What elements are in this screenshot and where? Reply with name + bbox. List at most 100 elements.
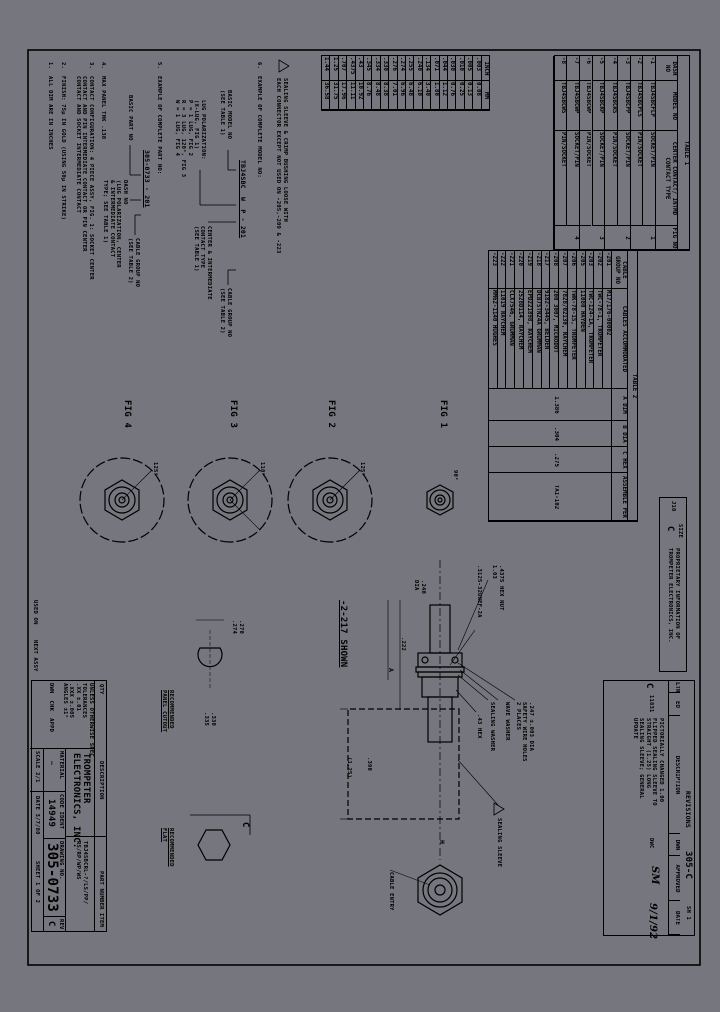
dimension-header-cell: INCH: [480, 56, 489, 81]
rev-value: C: [46, 921, 56, 927]
dimension-cell: .330: [379, 56, 389, 81]
table1-cell: -2: [629, 56, 643, 81]
fig3-view: [187, 457, 273, 543]
table1-header-cell: FIG NO: [655, 226, 677, 250]
table2-cell: 200 3007, MICRODOT: [549, 289, 559, 389]
thread-label: .3125-32UNEF-2A: [476, 565, 482, 618]
code-ident: J10: [670, 501, 676, 512]
fig2-angle: 125°: [359, 462, 365, 477]
dimension-cell: .345: [363, 56, 372, 81]
dimension-cell: .43: [354, 56, 363, 81]
table2-cell: -222: [496, 251, 506, 289]
dim-a: A: [387, 668, 395, 673]
table2-cell: DCB7STN24A GRUMMAN: [531, 289, 541, 389]
table1-cell: PIN/SOCKET: [578, 131, 592, 226]
rev-drawn-by: DWC: [648, 838, 654, 849]
cable-entry-end-view: [389, 864, 463, 916]
table2-merged-cell: [487, 447, 611, 473]
table2-cell: TWC-124-1A, TROMPETER: [584, 289, 594, 389]
dimension-cell: 1.12: [438, 81, 447, 110]
table2-cell: -219: [523, 251, 532, 289]
table1-cell: -7: [566, 56, 579, 81]
table2-cell: 9182-3445, BELDEN: [540, 289, 550, 389]
sealing-note-triangle: [278, 59, 290, 73]
material-value: —: [48, 761, 56, 766]
table2-cell: -205: [575, 251, 585, 289]
sealing-sleeve-label: SEALING SLEEVE: [496, 818, 502, 868]
table2-cell: TWC-78-1, TROMPETER: [593, 289, 603, 389]
dimension-cell: .010: [455, 56, 464, 81]
table1-cell: TBJ4SBCPP: [616, 81, 630, 131]
table2-cell: -207: [558, 251, 567, 289]
sealing-washer-label: SEALING WASHER: [489, 702, 495, 752]
table2-header-cell: C HEX: [611, 447, 627, 473]
dimension-cell: 11.11: [346, 81, 355, 110]
revisions-sheet-ref: 305-C: [683, 851, 693, 880]
fig1-label: FIG 1: [438, 400, 448, 429]
table1-cell: PIN/SOCKET: [604, 131, 617, 226]
table2-cell: EPD221898, RAYCHEM: [523, 289, 532, 389]
dim-390: .390: [366, 757, 372, 772]
rev-eo: 11831: [648, 695, 654, 713]
table2-cell: 11080 HAYDEN: [575, 289, 585, 389]
table1-header-cell: DASH NO: [655, 56, 677, 81]
cutout-dim-1: .270 .274: [231, 620, 245, 635]
proprietary-notice: PROPRIETARY INFORMATION OF TROMPETER ELE…: [667, 548, 681, 643]
dimension-cell: 6.96: [396, 81, 405, 110]
dimension-cell: 0.08: [472, 81, 481, 110]
note-sealing: SEALING SLEEVE & CRIMP BUSHING LOOSE WIT…: [275, 78, 289, 254]
table1-header-cell: CENTER CONTACT/ INTMD CONTACT TYPE: [655, 131, 677, 226]
table2-cell: CLX7546, GRUMMAN: [505, 289, 515, 389]
table1-fig-cell: 4: [553, 226, 579, 250]
rev-description: PICTORIALLY CHANGED 1.00 FLIPPED SEALING…: [632, 718, 664, 806]
table2-cell: 2528D114, RAYCHEM: [514, 289, 523, 389]
fig4-angle: 125°: [152, 462, 158, 477]
table1-title: TABLE 1: [677, 56, 689, 250]
table2-cell: -202: [593, 251, 603, 289]
table1-cell: -8: [553, 56, 567, 81]
revisions-header-cell: DATE: [668, 901, 680, 935]
table2-cell: -218: [531, 251, 541, 289]
note-4: 4. MAX PANEL THK .130: [100, 62, 106, 140]
revisions-title: REVISIONS: [684, 791, 692, 829]
c-hex-value: .275: [550, 447, 560, 473]
table2-cell: -223: [487, 251, 497, 289]
table1-cell: SOCKET/PIN: [566, 131, 579, 226]
table1-cell: SOCKET/PIN: [616, 131, 630, 226]
table2-header-cell: A DIM: [611, 389, 627, 421]
sheet-border: [27, 49, 701, 966]
table1-fig-cell: 2: [604, 226, 630, 250]
date: DATE 3/7/80: [34, 796, 40, 835]
dimension-cell: 8.48: [371, 81, 380, 110]
wave-washer-label: WAVE WASHER: [504, 702, 510, 741]
cable-group-callout: CABLE GROUP NO (SEE TABLE 2): [219, 288, 233, 338]
rev-label: REV: [58, 919, 64, 930]
table1-cell: -5: [591, 56, 605, 81]
recommended-flat-view: [190, 814, 251, 861]
revisions-header-cell: LTR: [668, 681, 680, 693]
b-dia-value: .304: [550, 421, 560, 447]
dimension-cell: 0.76: [447, 81, 456, 110]
table2-cell: TWK-78-1S, TROMPETER: [567, 289, 576, 389]
dimension-cell: .030: [447, 56, 456, 81]
rev-date: 9/1/92: [647, 903, 658, 940]
revisions-header-cell: APPROVED: [668, 856, 680, 901]
dimension-cell: 6.48: [405, 81, 414, 110]
rev-ltr: C: [644, 683, 654, 689]
dimension-cell: .240: [413, 56, 422, 81]
table1-cell: TBJ4SBCWP: [566, 81, 579, 131]
note-3: 3. CONTACT CONFIGURATION: 4 PIECE ASSY, …: [75, 62, 94, 280]
fig4-label: FIG 4: [122, 400, 132, 429]
dimension-cell: 7.01: [388, 81, 397, 110]
table2-cell: -217: [540, 251, 550, 289]
scale: SCALE 2/1: [34, 751, 40, 783]
qty-label: QTY: [98, 684, 104, 695]
table2-cell: 11019 RAYCHEM: [496, 289, 506, 389]
fig2-view: [287, 457, 373, 543]
safety-wire-label: .247 ±.003 DIA SAFETY WIRE HOLES 2 PLACE…: [515, 702, 534, 762]
sealing-sleeve-outline: [347, 708, 460, 820]
next-assy-label: NEXT ASSY: [32, 640, 38, 672]
table1-fig-cell: 1: [629, 226, 655, 250]
